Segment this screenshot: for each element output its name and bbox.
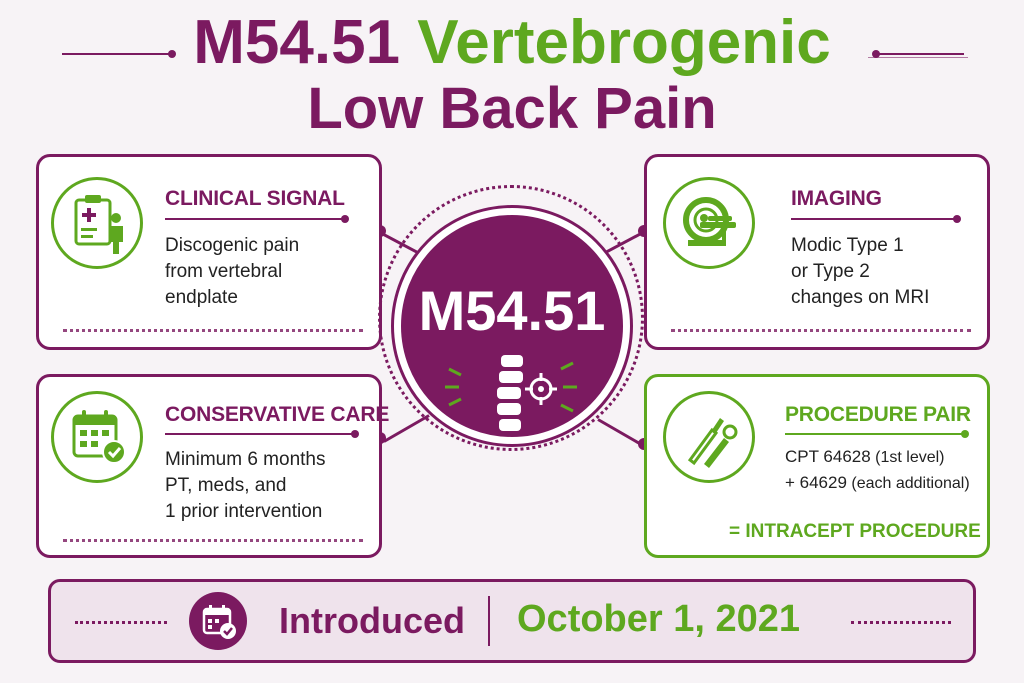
card-imaging-line-2: or Type 2 (791, 261, 870, 282)
card-imaging-underline (791, 215, 961, 223)
center-dotted-ring (378, 185, 644, 451)
footer-date: October 1, 2021 (517, 598, 801, 640)
cpt-64629: + 64629 (785, 473, 847, 492)
card-clinical-signal: CLINICAL SIGNAL Discogenic pain from ver… (36, 154, 382, 350)
card-conservative-title: CONSERVATIVE CARE (165, 403, 390, 426)
footer-banner: Introduced October 1, 2021 (48, 579, 976, 663)
card-procedure-pair: PROCEDURE PAIR CPT 64628 (1st level) + 6… (644, 374, 990, 558)
center-badge: M54.51 (394, 208, 630, 444)
mri-scanner-icon (663, 177, 755, 269)
title-code: M54.51 (193, 8, 401, 77)
title-rule-left (62, 53, 174, 55)
card-clinical-title: CLINICAL SIGNAL (165, 187, 345, 210)
card-clinical-line-3: endplate (165, 287, 238, 308)
card-procedure-result: = INTRACEPT PROCEDURE (729, 521, 981, 542)
title-line1: Vertebrogenic (417, 8, 831, 77)
card-conservative-line-1: Minimum 6 months (165, 449, 326, 470)
card-imaging-title: IMAGING (791, 187, 882, 210)
footer-separator (488, 596, 490, 646)
card-clinical-dotted (63, 329, 363, 332)
card-clinical-line-1: Discogenic pain (165, 235, 300, 256)
card-imaging-body: Modic Type 1 or Type 2 changes on MRI (791, 233, 929, 311)
card-procedure-line-2: + 64629 (each additional) (785, 473, 970, 493)
calendar-check-icon (51, 391, 143, 483)
center-code: M54.51 (418, 279, 606, 342)
title-thin-line (868, 57, 968, 58)
footer-label: Introduced (279, 600, 465, 641)
footer-calendar-check-icon (189, 592, 247, 650)
card-conservative-body: Minimum 6 months PT, meds, and 1 prior i… (165, 447, 326, 525)
card-clinical-body: Discogenic pain from vertebral endplate (165, 233, 299, 311)
card-conservative-care: CONSERVATIVE CARE Minimum 6 months PT, m… (36, 374, 389, 558)
card-conservative-line-3: 1 prior intervention (165, 501, 323, 522)
card-procedure-line-1: CPT 64628 (1st level) (785, 447, 945, 467)
cpt-64628: CPT 64628 (785, 447, 871, 466)
surgical-tools-icon (663, 391, 755, 483)
footer-dots-left (75, 621, 167, 624)
title-rule-right (876, 53, 964, 55)
cpt-64629-note: (each additional) (851, 475, 970, 492)
title-rule-left-dot (168, 50, 176, 58)
card-imaging-dotted (671, 329, 971, 332)
footer-dots-right (851, 621, 951, 624)
title-line2: Low Back Pain (307, 76, 717, 141)
page-title: M54.51 Vertebrogenic Low Back Pain (0, 12, 1024, 144)
card-conservative-dotted (63, 539, 363, 542)
clipboard-patient-icon (51, 177, 143, 269)
card-imaging-line-3: changes on MRI (791, 287, 930, 308)
card-imaging: IMAGING Modic Type 1 or Type 2 changes o… (644, 154, 990, 350)
title-rule-right-dot (872, 50, 880, 58)
cpt-64628-note: (1st level) (875, 449, 945, 466)
card-clinical-line-2: from vertebral (165, 261, 283, 282)
spine-target-icon (445, 355, 577, 431)
card-procedure-underline (785, 430, 969, 438)
card-conservative-line-2: PT, meds, and (165, 475, 287, 496)
card-procedure-title: PROCEDURE PAIR (785, 403, 971, 426)
card-imaging-line-1: Modic Type 1 (791, 235, 904, 256)
card-clinical-underline (165, 215, 349, 223)
card-conservative-underline (165, 430, 359, 438)
